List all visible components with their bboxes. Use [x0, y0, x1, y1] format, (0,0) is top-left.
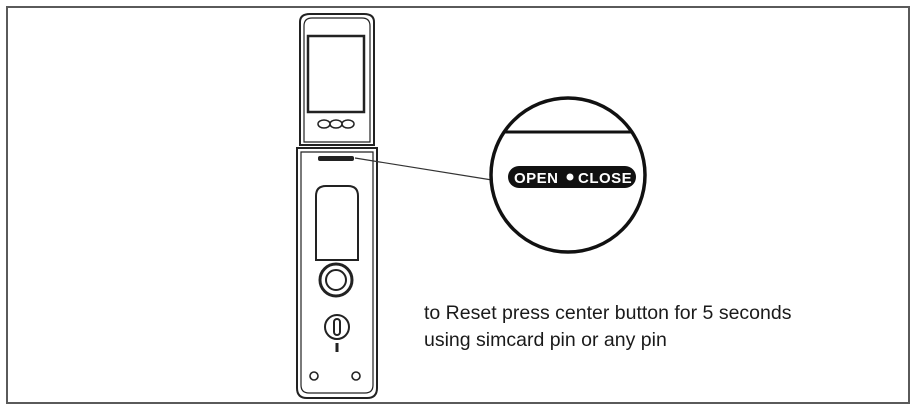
- handle-base: [318, 262, 354, 298]
- keyhole-icon: [324, 314, 350, 352]
- pointer-line: [354, 157, 493, 181]
- lock-body: [296, 13, 378, 399]
- display-screen: [306, 34, 366, 114]
- caption-line-2: using simcard pin or any pin: [424, 329, 667, 351]
- screw-icons: [309, 371, 361, 381]
- zoom-close-label: CLOSE: [578, 170, 632, 187]
- magnifier-circle: OPEN CLOSE: [489, 96, 647, 254]
- button-row: [317, 119, 355, 129]
- diagram-frame: [6, 6, 910, 404]
- open-close-switch: [318, 156, 354, 161]
- reset-instructions: to Reset press center button for 5 secon…: [424, 300, 791, 354]
- zoom-open-label: OPEN: [514, 170, 559, 187]
- handle: [315, 185, 359, 261]
- caption-line-1: to Reset press center button for 5 secon…: [424, 302, 792, 324]
